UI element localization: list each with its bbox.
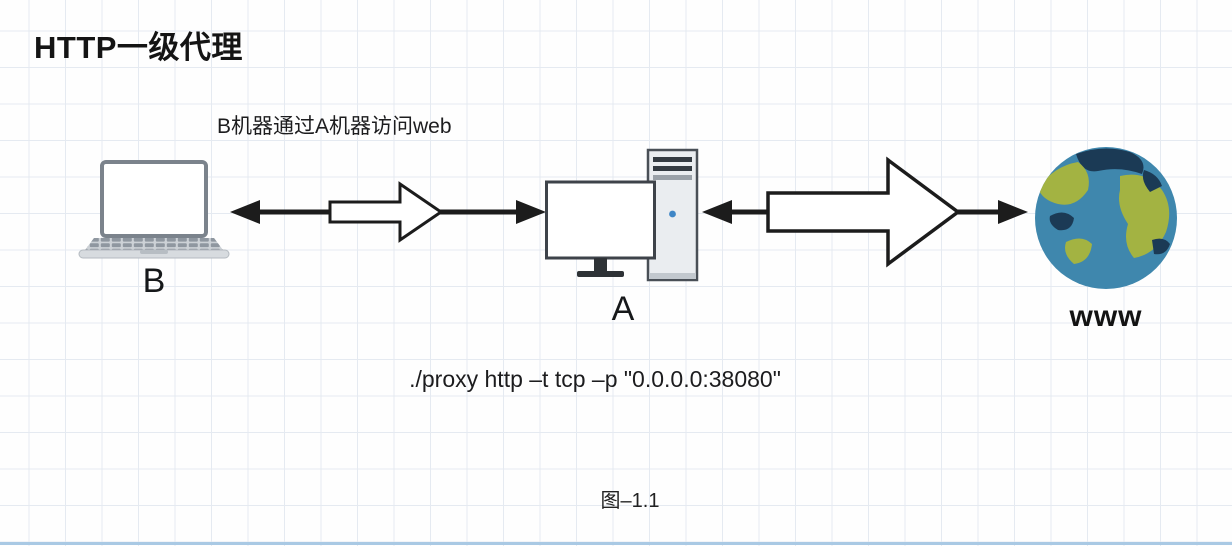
web-node-label: www	[1069, 300, 1143, 333]
figure-caption: 图–1.1	[600, 490, 660, 512]
client-node-label: B	[142, 262, 166, 300]
proxy-node-label: A	[611, 290, 635, 328]
block-arrow-proxy-to-web	[766, 156, 961, 268]
proxy-command: ./proxy http –t tcp –p "0.0.0.0:38080"	[409, 366, 781, 392]
laptop-icon	[78, 160, 230, 259]
block-arrow-client-to-proxy	[328, 181, 444, 243]
globe-icon	[1035, 147, 1177, 289]
desktop-icon	[545, 148, 699, 282]
diagram-title: HTTP一级代理	[34, 30, 243, 65]
flow-description: B机器通过A机器访问web	[217, 115, 452, 138]
bottom-edge-line	[0, 542, 1232, 545]
